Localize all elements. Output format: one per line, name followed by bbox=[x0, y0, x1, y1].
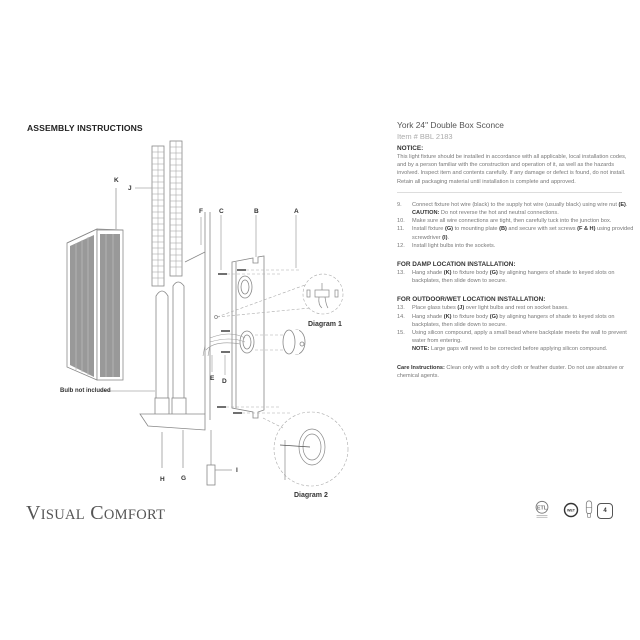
item-number: Item # BBL 2183 bbox=[397, 132, 453, 141]
label-c: C bbox=[219, 208, 224, 215]
label-i: I bbox=[236, 467, 238, 474]
diagram-2-detail bbox=[262, 411, 349, 487]
label-a: A bbox=[294, 208, 299, 215]
product-title: York 24" Double Box Sconce bbox=[397, 120, 504, 130]
wet-step-13: 13. Place glass tubes (J) over light bul… bbox=[397, 305, 569, 312]
label-e: E bbox=[210, 375, 215, 382]
diagram-1-detail bbox=[216, 273, 344, 318]
step-11: 11. Install fixture (G) to mounting plat… bbox=[397, 226, 634, 241]
bulb-type-icon bbox=[585, 500, 593, 518]
bulbs bbox=[100, 281, 187, 417]
notice-heading: NOTICE: bbox=[397, 145, 424, 152]
svg-text:ETL: ETL bbox=[537, 506, 548, 512]
diagram-1-label: Diagram 1 bbox=[308, 321, 342, 328]
wet-rated-icon: WET bbox=[563, 502, 579, 518]
notice-body: This light fixture should be installed i… bbox=[397, 154, 627, 185]
damp-steps-list: 13. Hang shade (K) to fixture body (G) b… bbox=[397, 269, 637, 285]
step-9: 9. Connect fixture hot wire (black) to t… bbox=[397, 201, 628, 217]
step-10: 10.Make sure all wire connections are ti… bbox=[397, 218, 612, 225]
screws bbox=[217, 269, 246, 414]
wet-step-15: 15. Using silicon compound, apply a smal… bbox=[397, 330, 627, 353]
assembly-instructions-title: ASSEMBLY INSTRUCTIONS bbox=[27, 123, 143, 133]
damp-step-13: 13. Hang shade (K) to fixture body (G) b… bbox=[397, 270, 615, 285]
etl-listed-icon: ETL bbox=[535, 500, 549, 518]
bulb-count-badge: 4 bbox=[597, 503, 613, 519]
wet-location-heading: FOR OUTDOOR/WET LOCATION INSTALLATION: bbox=[397, 296, 546, 304]
wet-step-14: 14. Hang shade (K) to fixture body (G) b… bbox=[397, 313, 615, 328]
svg-text:WET: WET bbox=[567, 509, 576, 513]
label-j: J bbox=[128, 185, 132, 192]
divider bbox=[397, 191, 622, 193]
label-d: D bbox=[222, 378, 227, 385]
label-f: F bbox=[199, 208, 203, 215]
junction-box bbox=[282, 329, 306, 355]
shade-k bbox=[66, 188, 124, 381]
instructions-column: York 24" Double Box Sconce Item # BBL 21… bbox=[397, 120, 637, 380]
steps-list: 9. Connect fixture hot wire (black) to t… bbox=[397, 201, 637, 250]
label-h: H bbox=[160, 476, 165, 483]
fixture-body-g bbox=[139, 212, 232, 486]
wet-steps-list: 13. Place glass tubes (J) over light bul… bbox=[397, 304, 637, 353]
diagram-2-label: Diagram 2 bbox=[294, 492, 328, 499]
step-12: 12.Install light bulbs into the sockets. bbox=[397, 242, 496, 249]
glass-tubes-j bbox=[135, 140, 183, 287]
label-b: B bbox=[254, 208, 259, 215]
damp-location-heading: FOR DAMP LOCATION INSTALLATION: bbox=[397, 261, 516, 269]
label-g: G bbox=[181, 475, 187, 482]
mounting-plate-b bbox=[200, 215, 297, 419]
brand-logo: VISUAL COMFORT bbox=[26, 502, 166, 524]
bulb-not-included-note: Bulb not included bbox=[60, 388, 111, 394]
care-instructions: Care Instructions: Clean only with a sof… bbox=[397, 364, 624, 379]
label-k: K bbox=[114, 177, 119, 184]
